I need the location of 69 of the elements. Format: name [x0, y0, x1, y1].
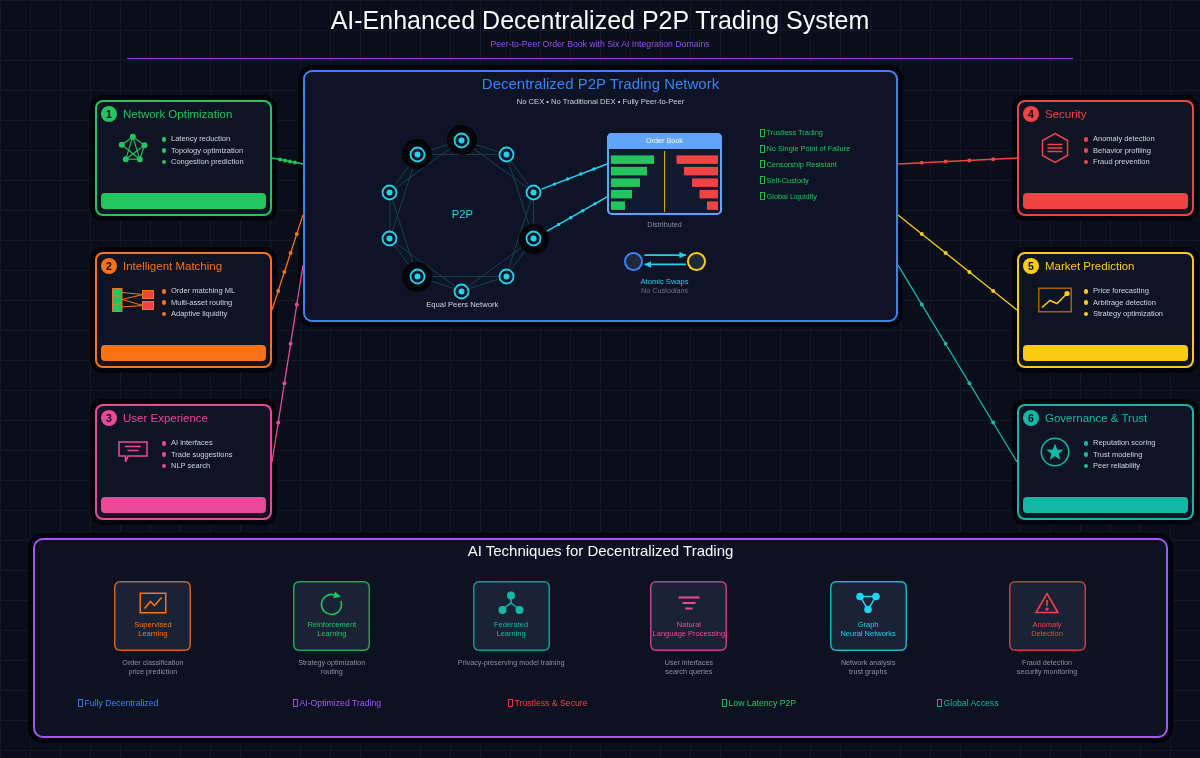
step-badge: 1 [101, 106, 117, 122]
highlight-text: Low Latency P2P [728, 698, 797, 709]
connector-line [540, 163, 608, 190]
connector-line [510, 250, 526, 271]
arrow [643, 261, 687, 268]
subtitle: Peer-to-Peer Order Book with Six AI Integration Domains [490, 38, 710, 49]
connector-line [271, 157, 304, 165]
peer-node [402, 139, 433, 170]
technique-card [293, 581, 371, 652]
connector-line [475, 144, 499, 153]
connector-line [897, 214, 1018, 311]
order-book-panel [607, 133, 722, 215]
connector-line [468, 247, 522, 287]
panel-title: Decentralized P2P Trading Network [481, 74, 720, 93]
peer-node [381, 183, 399, 201]
arrow [643, 251, 687, 259]
connector-line [396, 148, 451, 188]
technique-card [472, 581, 550, 652]
peer-node [402, 261, 433, 292]
card-title: Market Prediction [1045, 259, 1135, 273]
connector-line [897, 264, 1018, 463]
peer-node [446, 125, 477, 155]
peer-node [518, 223, 549, 254]
connector-line [897, 157, 1018, 165]
page-title: AI-Enhanced Decentralized P2P Trading System [330, 5, 870, 35]
card-title: User Experience [123, 411, 208, 425]
technique-card [650, 581, 728, 652]
connector-line [392, 199, 414, 263]
asset-circle [687, 251, 707, 271]
card-title: Network Optimization [123, 107, 233, 121]
connector-line [271, 264, 304, 463]
connector-line [508, 162, 530, 226]
card-title: Security [1045, 107, 1087, 121]
connector-line [431, 276, 499, 278]
connector-line [431, 280, 455, 289]
technique-card [829, 581, 907, 652]
peer-node [497, 145, 515, 163]
peer-node [381, 230, 399, 248]
connector-line [394, 245, 409, 265]
connector-line [431, 144, 448, 151]
peer-node [525, 183, 542, 201]
connector-line [510, 160, 529, 186]
card-title: Governance & Trust [1045, 411, 1148, 425]
connector-line [508, 199, 532, 269]
connector-line [469, 278, 499, 289]
connector-line [271, 214, 304, 311]
step-badge: 3 [101, 410, 117, 426]
peer-node [497, 268, 515, 286]
step-badge: 4 [1023, 106, 1039, 122]
asset-circle [624, 251, 643, 271]
card-title: Intelligent Matching [123, 259, 223, 273]
connector-line [545, 196, 608, 233]
step-badge: 2 [101, 258, 117, 274]
highlight-text: Global Access [943, 698, 999, 709]
connector-line [533, 200, 534, 225]
highlight-text: Trustless & Secure [514, 698, 588, 709]
connector-line [392, 168, 414, 232]
network-label: P2P [451, 207, 473, 222]
highlight-text: Fully Decentralized [84, 698, 159, 709]
step-badge: 6 [1023, 410, 1039, 426]
peer-node [453, 282, 471, 300]
connector-line [473, 148, 528, 188]
highlight-text: AI-Optimized Trading [299, 698, 382, 709]
section-title: AI Techniques for Decentralized Trading [467, 542, 734, 560]
connector-line [394, 166, 409, 186]
connector-line [396, 243, 456, 287]
step-badge: 5 [1023, 258, 1039, 274]
technique-card [1008, 581, 1086, 652]
technique-card [114, 581, 192, 652]
